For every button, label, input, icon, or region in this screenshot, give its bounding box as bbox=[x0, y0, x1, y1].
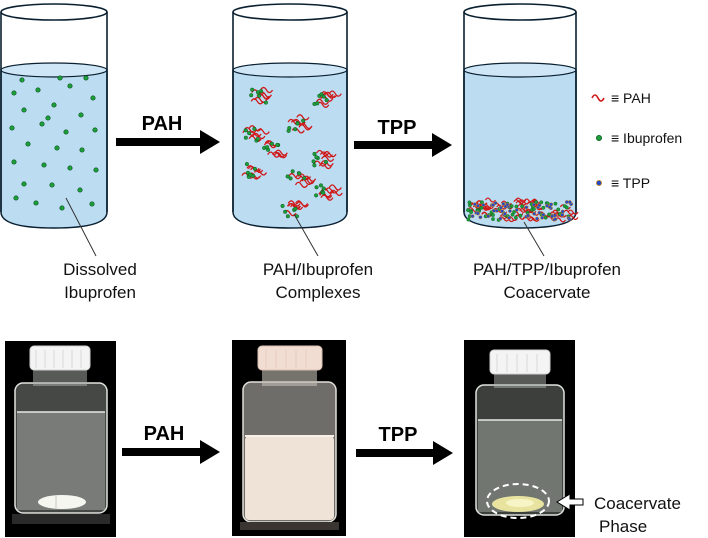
beaker-3-label-line2: Coacervate bbox=[504, 283, 591, 302]
photo-2-floor-reflection bbox=[240, 522, 339, 530]
beaker-1-rim bbox=[0, 3, 108, 21]
pah-ibuprofen-complex bbox=[262, 140, 288, 159]
coacervate-highlight-ellipse bbox=[486, 483, 550, 519]
beaker-complexes: PAH/Ibuprofen Complexes bbox=[232, 3, 373, 302]
beaker-2-leader bbox=[293, 213, 319, 257]
arrow-pah-bottom: PAH bbox=[122, 423, 220, 464]
vial-2-milky-liquid bbox=[245, 436, 334, 520]
legend-item-pah: ≡ PAH bbox=[591, 90, 651, 106]
beaker-dissolved-ibuprofen: Dissolved Ibuprofen bbox=[0, 3, 137, 302]
ibuprofen-molecule bbox=[59, 205, 65, 211]
ibuprofen-molecule bbox=[9, 125, 15, 131]
photo-1-floor-reflection bbox=[12, 514, 110, 524]
ibuprofen-molecule bbox=[25, 141, 31, 147]
beaker-2-label-line1: PAH/Ibuprofen bbox=[263, 260, 373, 279]
ibuprofen-molecule bbox=[21, 181, 27, 187]
coacervate-sediment bbox=[466, 197, 579, 223]
beaker-3-rim bbox=[463, 3, 577, 21]
pah-ibuprofen-complex bbox=[280, 200, 309, 219]
legend-item-ibuprofen: ≡ Ibuprofen bbox=[596, 130, 682, 146]
pah-ibuprofen-complex bbox=[311, 149, 337, 170]
ibuprofen-molecule bbox=[39, 121, 45, 127]
ibuprofen-molecule bbox=[63, 129, 69, 135]
ibuprofen-molecule bbox=[57, 75, 63, 81]
beaker-3-liquid-surface bbox=[463, 62, 577, 78]
beaker-2-liquid-surface bbox=[232, 62, 348, 78]
vial-1-neck bbox=[33, 368, 87, 386]
legend: ≡ PAH ≡ Ibuprofen ≡ TPP bbox=[591, 90, 682, 191]
vial-2-cap bbox=[257, 345, 323, 371]
callout-arrow-icon bbox=[556, 493, 584, 511]
ibuprofen-molecule bbox=[83, 75, 89, 81]
ibuprofen-molecule bbox=[33, 200, 39, 206]
ibuprofen-molecule bbox=[93, 167, 99, 173]
ibuprofen-molecule bbox=[13, 195, 19, 201]
ibuprofen-molecule bbox=[89, 201, 95, 207]
ibuprofen-molecule bbox=[11, 90, 17, 96]
beaker-1-label-line2: Ibuprofen bbox=[64, 283, 136, 302]
pah-ibuprofen-complex bbox=[314, 183, 343, 201]
ibuprofen-molecule bbox=[21, 107, 27, 113]
coacervate-phase-callout: Coacervate Phase bbox=[556, 493, 681, 536]
photo-vial-coacervate bbox=[464, 340, 575, 537]
pah-ibuprofen-complex bbox=[241, 162, 268, 180]
tpp-dot-icon bbox=[596, 179, 603, 186]
ibuprofen-molecule bbox=[77, 187, 83, 193]
callout-label-line2: Phase bbox=[599, 517, 647, 536]
arrow-pah-top: PAH bbox=[116, 113, 220, 154]
ibuprofen-molecule bbox=[45, 115, 51, 121]
ibuprofen-molecule bbox=[51, 102, 57, 108]
ibuprofen-dot-icon bbox=[596, 134, 603, 141]
ibuprofen-molecule bbox=[67, 83, 73, 89]
vial-1-liquid bbox=[17, 412, 105, 510]
legend-item-tpp: ≡ TPP bbox=[596, 175, 650, 191]
arrow-tpp-top-label: TPP bbox=[378, 117, 417, 139]
pah-ibuprofen-complex bbox=[286, 114, 313, 134]
pah-squiggle-icon bbox=[591, 94, 605, 102]
arrow-pah-top-label: PAH bbox=[142, 113, 183, 135]
ibuprofen-molecule bbox=[92, 127, 98, 133]
ibuprofen-molecule bbox=[19, 77, 25, 83]
complex-clusters bbox=[241, 86, 343, 219]
vial-2-neck bbox=[262, 368, 317, 386]
pah-ibuprofen-complex bbox=[312, 90, 342, 108]
beaker-1-liquid-surface bbox=[0, 62, 108, 78]
beaker-2-label-line2: Complexes bbox=[275, 283, 360, 302]
ibuprofen-molecule bbox=[11, 159, 17, 165]
photo-vial-milky bbox=[232, 340, 346, 536]
arrow-tpp-bottom-label: TPP bbox=[379, 424, 418, 446]
beaker-coacervate: PAH/TPP/Ibuprofen Coacervate bbox=[463, 3, 621, 302]
pah-ibuprofen-complex bbox=[249, 86, 274, 105]
ibuprofen-molecule bbox=[79, 147, 85, 153]
ibuprofen-molecule bbox=[41, 162, 47, 168]
ibuprofen-molecule bbox=[49, 182, 55, 188]
ibuprofen-molecules bbox=[9, 75, 99, 211]
solid-ibuprofen-pellet bbox=[38, 495, 86, 509]
arrow-pah-bottom-label: PAH bbox=[144, 423, 185, 445]
beaker-1-leader bbox=[65, 197, 97, 257]
ibuprofen-molecule bbox=[54, 145, 60, 151]
beaker-3-leader bbox=[523, 221, 545, 257]
ibuprofen-molecule bbox=[35, 87, 41, 93]
arrow-tpp-bottom: TPP bbox=[356, 424, 453, 465]
photo-vial-initial bbox=[5, 341, 116, 537]
pah-ibuprofen-complex bbox=[285, 169, 317, 189]
ibuprofen-molecule bbox=[78, 112, 84, 118]
arrow-tpp-top: TPP bbox=[354, 117, 452, 157]
beaker-1-label-line1: Dissolved bbox=[63, 260, 137, 279]
legend-ibuprofen-text: ≡ Ibuprofen bbox=[611, 130, 682, 146]
ibuprofen-molecule bbox=[67, 165, 73, 171]
vial-3-neck bbox=[494, 372, 546, 388]
beaker-2-rim bbox=[232, 3, 348, 21]
beaker-3-label-line1: PAH/TPP/Ibuprofen bbox=[473, 260, 621, 279]
beaker-2-liquid bbox=[232, 69, 348, 229]
legend-pah-text: ≡ PAH bbox=[611, 90, 651, 106]
callout-label-line1: Coacervate bbox=[594, 494, 681, 513]
pah-ibuprofen-complex bbox=[242, 125, 270, 143]
vial-3-cap bbox=[489, 349, 551, 375]
ibuprofen-molecule bbox=[90, 95, 96, 101]
legend-tpp-text: ≡ TPP bbox=[611, 175, 650, 191]
